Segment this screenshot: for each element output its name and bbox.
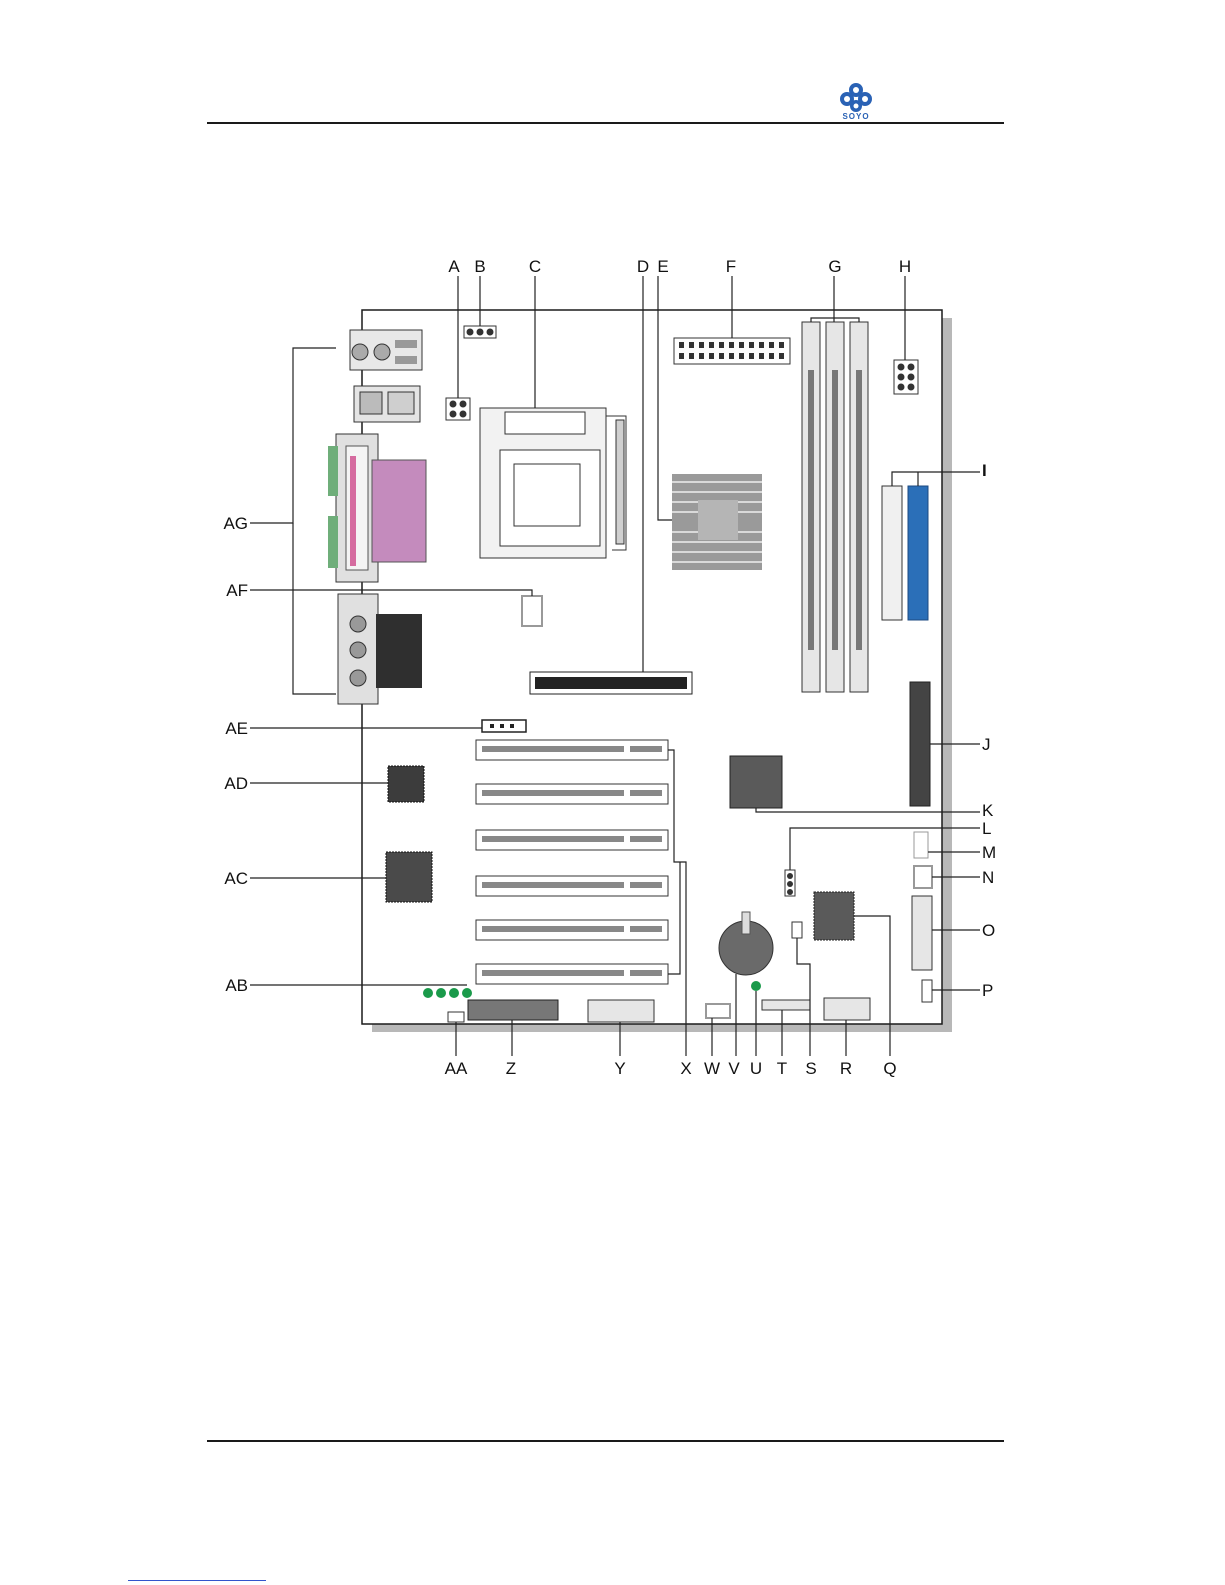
- connector-w: [706, 1004, 730, 1018]
- label-k: K: [982, 801, 994, 820]
- label-b: B: [474, 257, 485, 276]
- label-f: F: [726, 257, 736, 276]
- atx-power-connector: [674, 338, 790, 364]
- jumper-s: [792, 922, 802, 938]
- label-d: D: [637, 257, 649, 276]
- fan-connector-af: [522, 596, 542, 626]
- label-m: M: [982, 843, 996, 862]
- label-p: P: [982, 981, 993, 1000]
- label-i: I: [982, 461, 987, 480]
- label-ae: AE: [225, 719, 248, 738]
- label-x: X: [680, 1059, 691, 1078]
- label-o: O: [982, 921, 995, 940]
- connector-m: [914, 832, 928, 858]
- floppy-connector: [910, 682, 930, 806]
- label-y: Y: [614, 1059, 625, 1078]
- connector-z: [468, 1000, 558, 1020]
- label-w: W: [704, 1059, 720, 1078]
- label-ad: AD: [224, 774, 248, 793]
- ps2-ports: [350, 330, 422, 370]
- label-n: N: [982, 868, 994, 887]
- label-ac: AC: [224, 869, 248, 888]
- header-o: [912, 896, 932, 970]
- chip-ad: [388, 766, 424, 802]
- label-ab: AB: [225, 976, 248, 995]
- usb-ports: [354, 386, 420, 422]
- jumper-l: [785, 870, 795, 896]
- label-h: H: [899, 257, 911, 276]
- led-u: [751, 981, 761, 991]
- jumper-b: [464, 326, 496, 338]
- label-t: T: [777, 1059, 787, 1078]
- chip-q: [814, 892, 854, 940]
- label-g: G: [828, 257, 841, 276]
- label-c: C: [529, 257, 541, 276]
- label-e: E: [657, 257, 668, 276]
- label-l: L: [982, 819, 991, 838]
- label-r: R: [840, 1059, 852, 1078]
- jumper-h: [894, 360, 918, 394]
- label-aa: AA: [445, 1059, 468, 1078]
- label-ag: AG: [223, 514, 248, 533]
- connector-ae: [482, 720, 526, 732]
- jumper-a: [446, 398, 470, 420]
- label-af: AF: [226, 581, 248, 600]
- dimm-slots: [802, 322, 868, 692]
- label-q: Q: [883, 1059, 896, 1078]
- label-a: A: [448, 257, 460, 276]
- label-z: Z: [506, 1059, 516, 1078]
- southbridge-chip: [730, 756, 782, 808]
- label-u: U: [750, 1059, 762, 1078]
- agp-slot: [530, 672, 692, 694]
- northbridge-heatsink: [672, 474, 762, 570]
- label-j: J: [982, 735, 991, 754]
- header-t: [762, 1000, 810, 1010]
- jumper-p: [922, 980, 932, 1002]
- header-r: [824, 998, 870, 1020]
- label-v: V: [728, 1059, 740, 1078]
- header-y: [588, 1000, 654, 1022]
- label-s: S: [805, 1059, 816, 1078]
- chip-ac: [386, 852, 432, 902]
- connector-n: [914, 866, 932, 888]
- cpu-socket: [480, 408, 626, 558]
- jumper-aa: [448, 1012, 464, 1022]
